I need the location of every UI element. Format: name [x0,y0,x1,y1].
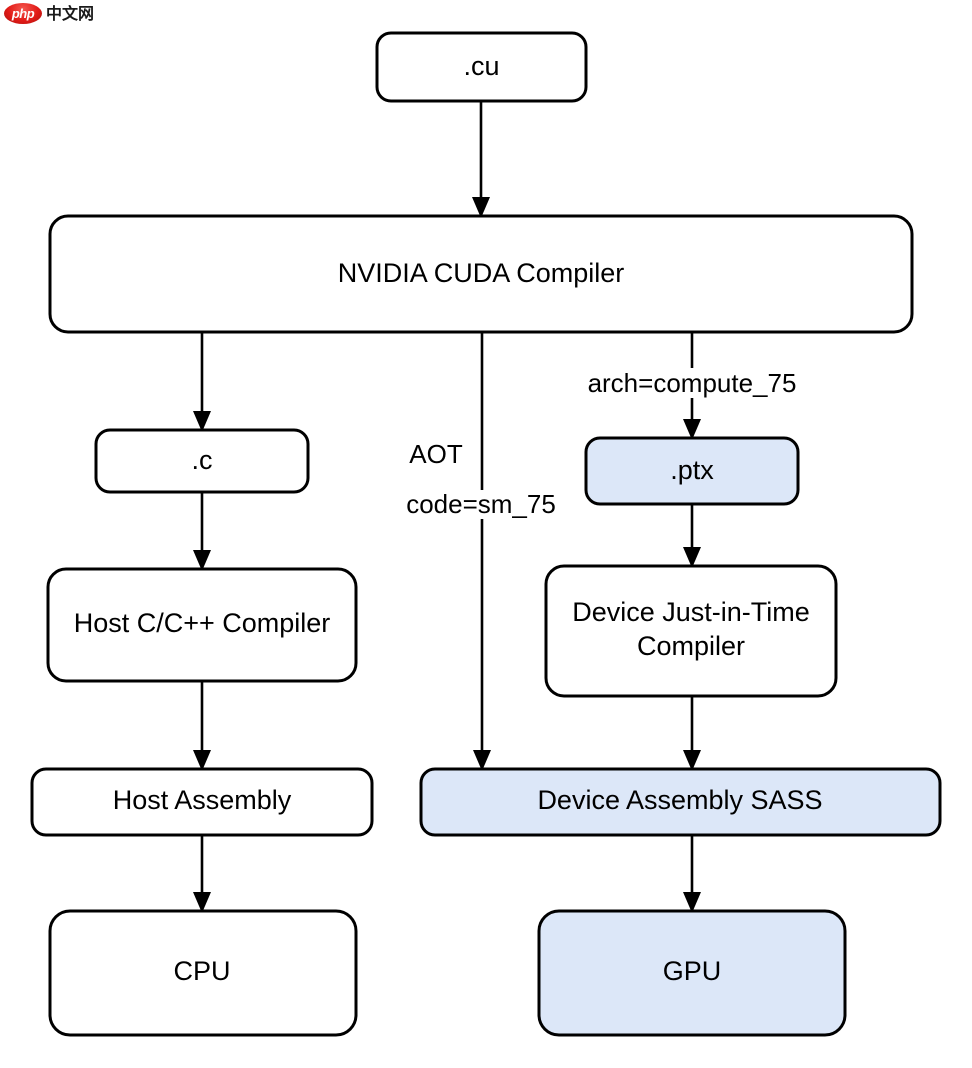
node-cu-shape[interactable] [375,31,588,103]
node-devjit-shape[interactable] [544,564,838,698]
edge-cu-to-nvcc [472,101,490,218]
node-device-assembly-sass[interactable]: Device Assembly SASS [419,767,942,837]
edge-ptx-to-devjit [683,504,701,568]
edge-nvcc-to-devasm-aot [473,332,491,771]
node-cpu-label: CPU [173,956,230,986]
node-host-assembly[interactable]: Host Assembly [30,767,374,837]
edge-hostasm-to-cpu [193,835,211,913]
arrowhead-icon [683,419,701,440]
node-hostcc-shape[interactable] [46,567,358,683]
arrowhead-icon [683,547,701,568]
node-gpu-shape[interactable] [537,909,847,1037]
node-devjit-label-line1: Device Just-in-Time [572,597,810,627]
edge-nvcc-to-c [193,332,211,432]
edge-label-code-sm: code=sm_75 [406,489,556,519]
edge-devasm-to-gpu [683,835,701,913]
node-nvcc-label: NVIDIA CUDA Compiler [338,258,625,288]
node-hostasm-label: Host Assembly [113,785,292,815]
arrowhead-icon [193,750,211,771]
arrowhead-icon [193,411,211,432]
node-devasm-shape[interactable] [419,767,942,837]
edge-c-to-hostcc [193,492,211,571]
edge-devjit-to-devasm [683,696,701,771]
arrowhead-icon [472,197,490,218]
node-host-c-cpp-compiler[interactable]: Host C/C++ Compiler [46,567,358,683]
node-c[interactable]: .c [94,428,310,494]
node-hostcc-label: Host C/C++ Compiler [74,608,331,638]
arrowhead-icon [473,750,491,771]
edge-group [193,101,701,913]
node-ptx-label: .ptx [670,455,714,485]
arrowhead-icon [193,892,211,913]
node-ptx[interactable]: .ptx [584,436,800,506]
node-nvcc-shape[interactable] [48,214,914,334]
edge-nvcc-to-ptx [683,332,701,440]
node-hostasm-shape[interactable] [30,767,374,837]
arrowhead-icon [193,550,211,571]
arrowhead-icon [683,892,701,913]
node-gpu[interactable]: GPU [537,909,847,1037]
node-cu-label: .cu [463,51,499,81]
node-devjit-label-line2: Compiler [637,631,745,661]
edge-hostcc-to-hostasm [193,681,211,771]
node-cpu-shape[interactable] [48,909,358,1037]
arrowhead-icon [683,750,701,771]
node-c-label: .c [191,445,212,475]
node-cpu[interactable]: CPU [48,909,358,1037]
node-gpu-label: GPU [663,956,722,986]
node-c-shape[interactable] [94,428,310,494]
edge-label-arch-compute: arch=compute_75 [588,368,797,398]
edge-label-aot: AOT [409,439,463,469]
edge-label-group: arch=compute_75 AOT code=sm_75 [406,368,796,519]
node-group: .cu NVIDIA CUDA Compiler .c .ptx Host C/… [30,31,942,1037]
node-devasm-label: Device Assembly SASS [537,785,822,815]
node-device-jit-compiler[interactable]: Device Just-in-Time Compiler [544,564,838,698]
node-nvidia-cuda-compiler[interactable]: NVIDIA CUDA Compiler [48,214,914,334]
node-ptx-shape[interactable] [584,436,800,506]
node-cu[interactable]: .cu [375,31,588,103]
